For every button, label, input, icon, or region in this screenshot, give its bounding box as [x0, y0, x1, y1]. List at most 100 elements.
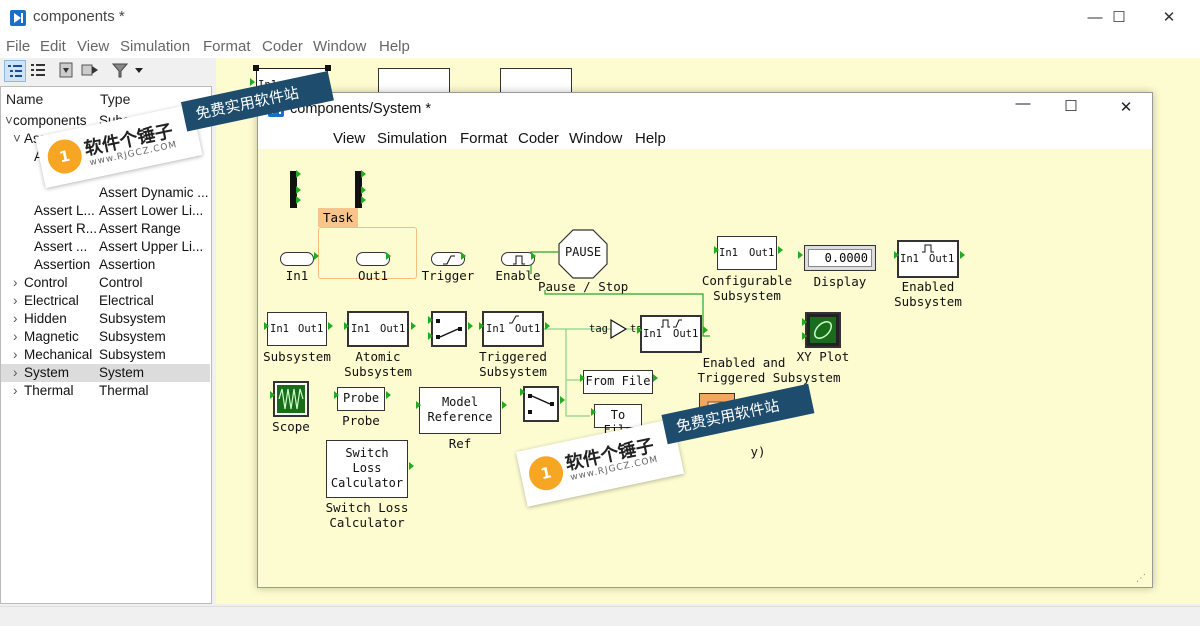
menu-file[interactable]: File: [6, 38, 31, 55]
expand-arrow-icon[interactable]: ˅: [5, 113, 13, 128]
enable-label: Enable: [495, 268, 541, 283]
collapse-arrow-icon[interactable]: ›: [13, 275, 18, 290]
triggered-label-2: Subsystem: [479, 364, 547, 379]
minimize-button[interactable]: —: [1087, 9, 1103, 26]
probe-block[interactable]: [337, 387, 385, 411]
close-button[interactable]: ✕: [1162, 9, 1176, 26]
sub-menu-view[interactable]: View: [333, 130, 366, 147]
sub-menu-coder[interactable]: Coder: [518, 130, 559, 147]
menu-view[interactable]: View: [77, 38, 110, 55]
collapse-arrow-icon[interactable]: ›: [13, 329, 18, 344]
expand-arrow-icon[interactable]: ˅: [13, 131, 21, 146]
subwindow-maximize-button[interactable]: ☐: [1064, 98, 1078, 115]
triggered-subsystem-block[interactable]: [482, 311, 544, 347]
tree-row-type: Assert Upper Li...: [99, 239, 204, 254]
tree-row-type: Control: [99, 275, 143, 290]
in-port-block[interactable]: [280, 252, 314, 266]
export-icon[interactable]: [80, 60, 102, 82]
port-arrow-icon: [428, 316, 433, 324]
in-port-label: In1: [351, 323, 370, 335]
enable-port-block[interactable]: [501, 252, 535, 266]
tree-row[interactable]: Assert ...Assert Upper Li...: [1, 238, 210, 256]
port-arrow-icon: [270, 391, 275, 399]
enabled-triggered-subsystem-block[interactable]: [640, 315, 702, 353]
list-view-icon[interactable]: [28, 60, 50, 82]
selection-handle[interactable]: [325, 65, 331, 71]
atomic-subsystem-block[interactable]: [347, 311, 409, 347]
gain-block[interactable]: [610, 319, 628, 339]
to-file-block[interactable]: [594, 404, 642, 428]
port-arrow-icon: [468, 322, 473, 330]
column-header-name[interactable]: Name: [6, 91, 44, 107]
port-arrow-icon: [314, 252, 319, 260]
tree-row[interactable]: Assert L...Assert Lower Li...: [1, 202, 210, 220]
tree-view-icon[interactable]: [4, 60, 26, 82]
atomic-label-1: Atomic: [355, 349, 401, 364]
collapse-arrow-icon[interactable]: ›: [13, 383, 18, 398]
menu-edit[interactable]: Edit: [40, 38, 66, 55]
port-arrow-icon: [296, 186, 301, 194]
tree-row-name: System: [24, 365, 70, 380]
demux-block[interactable]: [355, 171, 362, 208]
column-header-type[interactable]: Type: [100, 91, 131, 107]
task-header: Task: [318, 208, 358, 227]
scope-block[interactable]: [273, 381, 309, 417]
tree-row[interactable]: Assert R...Assert Range: [1, 220, 210, 238]
collapse-arrow-icon[interactable]: ›: [13, 293, 18, 308]
tree-row-name: Magnetic: [24, 329, 79, 344]
model-reference-block[interactable]: [419, 387, 501, 434]
mux-block[interactable]: [290, 171, 297, 208]
out-port-block[interactable]: [356, 252, 390, 266]
xy-plot-block[interactable]: [805, 312, 841, 348]
manual-switch-block[interactable]: [431, 311, 467, 347]
system-canvas[interactable]: [258, 149, 1152, 587]
in-port-label: In1: [486, 323, 505, 335]
library-toolbar: [0, 58, 212, 84]
enabled-subsystem-block[interactable]: [897, 240, 959, 278]
menu-format[interactable]: Format: [203, 38, 251, 55]
menu-simulation[interactable]: Simulation: [120, 38, 191, 55]
sub-menu-simulation[interactable]: Simulation: [377, 130, 448, 147]
subwindow-minimize-button[interactable]: —: [1015, 95, 1031, 112]
maximize-button[interactable]: ☐: [1112, 9, 1126, 26]
switch-loss-calculator-block[interactable]: [326, 440, 408, 498]
port-arrow-icon: [894, 251, 899, 259]
tree-row-type: Subsystem: [99, 311, 166, 326]
pause-stop-block[interactable]: [557, 228, 609, 280]
menu-help[interactable]: Help: [379, 38, 410, 55]
collapse-arrow-icon[interactable]: ›: [13, 311, 18, 326]
subsystem-block[interactable]: [267, 312, 327, 346]
selection-handle[interactable]: [253, 65, 259, 71]
port-arrow-icon: [416, 401, 421, 409]
display-value: 0.0000: [808, 249, 872, 267]
multiport-switch-block[interactable]: [523, 386, 559, 422]
port-arrow-icon: [409, 462, 414, 470]
menu-bar: [0, 36, 1200, 58]
import-icon[interactable]: [56, 60, 78, 82]
menu-coder[interactable]: Coder: [262, 38, 303, 55]
resize-grip-icon[interactable]: ⋰: [1136, 573, 1146, 584]
menu-window[interactable]: Window: [313, 38, 367, 55]
chevron-down-icon[interactable]: [132, 60, 154, 82]
enabled-triggered-label-1: Enabled and: [702, 355, 786, 370]
trigger-port-block[interactable]: [431, 252, 465, 266]
sub-menu-help[interactable]: Help: [635, 130, 666, 147]
title-bar: [0, 0, 1200, 36]
collapse-arrow-icon[interactable]: ›: [13, 347, 18, 362]
filter-icon[interactable]: [110, 60, 132, 82]
sub-menu-window[interactable]: Window: [569, 130, 623, 147]
in-port-label: In1: [285, 268, 309, 283]
subwindow-close-button[interactable]: ✕: [1119, 99, 1133, 116]
collapse-arrow-icon[interactable]: ›: [13, 365, 18, 380]
from-file-block[interactable]: [583, 370, 653, 394]
tree-row[interactable]: Assert Dynamic ...: [1, 184, 210, 202]
sub-menu-format[interactable]: Format: [460, 130, 508, 147]
